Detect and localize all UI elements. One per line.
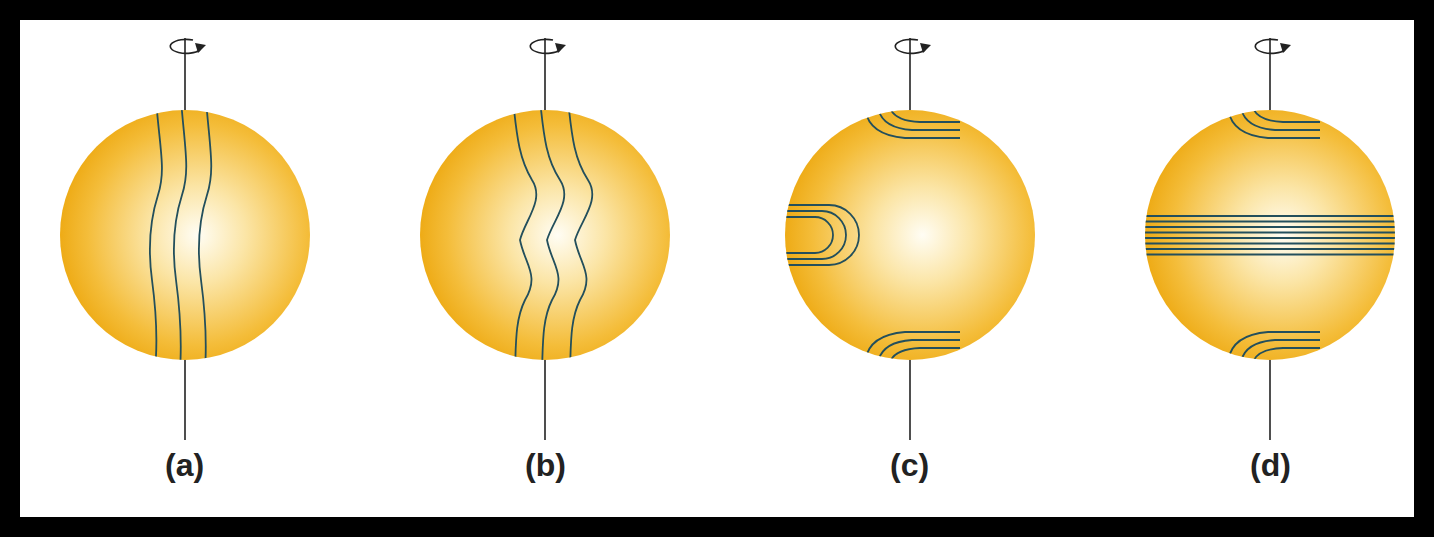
sun-spheres	[60, 110, 1395, 360]
panel-label: (d)	[1250, 447, 1291, 484]
white-ground	[20, 20, 1414, 517]
panel-label: (a)	[165, 447, 204, 484]
panel-label: (c)	[890, 447, 929, 484]
rotation-axes	[170, 38, 1285, 440]
rotation-arrowheads	[195, 43, 1291, 53]
panel-label: (b)	[525, 447, 566, 484]
field-lines	[150, 100, 1400, 370]
